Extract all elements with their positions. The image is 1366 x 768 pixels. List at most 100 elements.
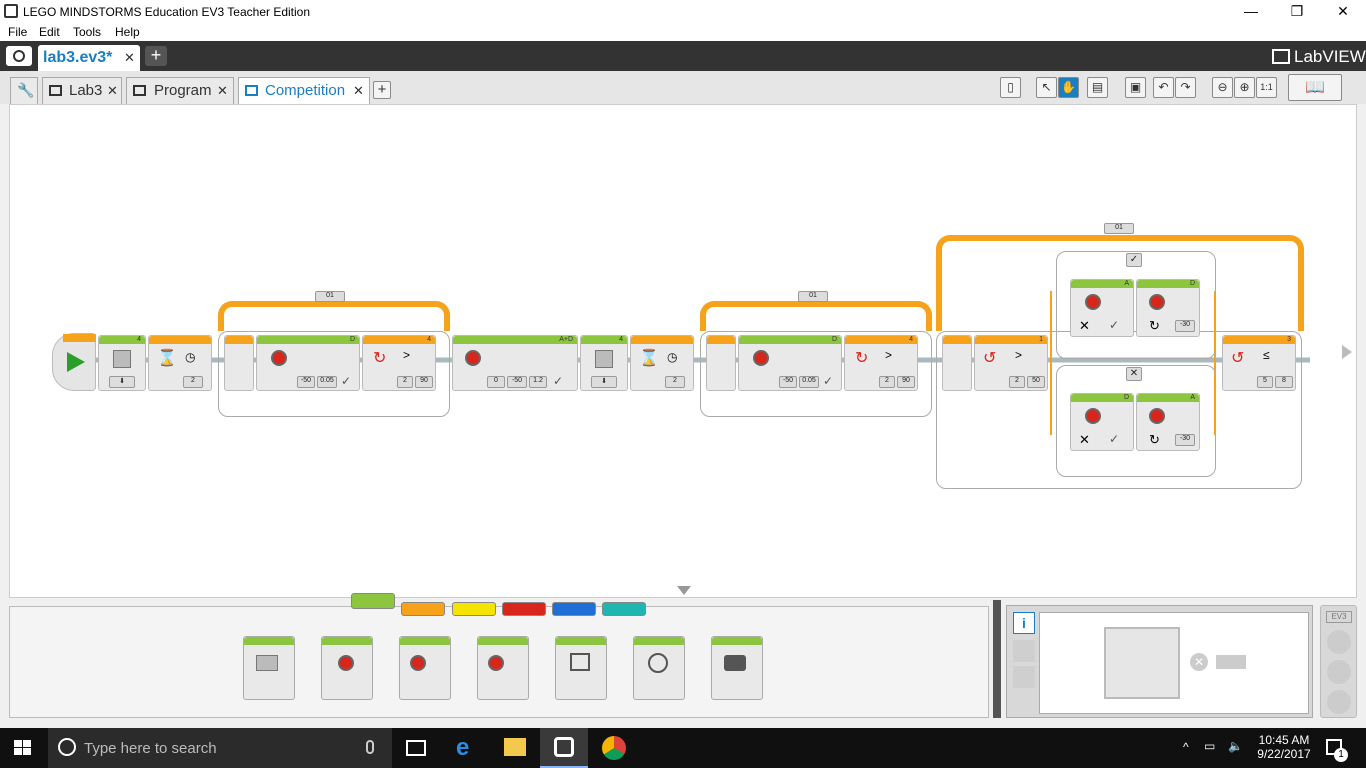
download-and-run-button[interactable]	[1327, 660, 1351, 684]
move-tank-block[interactable]: A+D 0 -50 1.2 ✓	[452, 335, 578, 391]
palette-tab-data[interactable]	[502, 602, 546, 616]
large-motor-block-d-1[interactable]: D -50 0.05 ✓	[256, 335, 360, 391]
tab-program-close-icon[interactable]: ✕	[217, 83, 228, 98]
clock[interactable]: 10:45 AM 9/22/2017	[1256, 733, 1312, 761]
palette-tab-advanced[interactable]	[552, 602, 596, 616]
edge-icon[interactable]: e	[456, 734, 470, 761]
switch-sensor-condition[interactable]: 1 ↺ > 2 50	[974, 335, 1048, 391]
palette-tab-myblocks[interactable]	[602, 602, 646, 616]
brake-checkmark-icon[interactable]: ✓	[553, 374, 564, 388]
pan-tool-button[interactable]: ✋	[1058, 77, 1079, 98]
maximize-button[interactable]: ❐	[1290, 3, 1304, 19]
wait-time-value[interactable]: 2	[665, 376, 685, 388]
help-book-button[interactable]: 📖	[1288, 74, 1342, 101]
project-tab[interactable]: lab3.ev3* ✕	[38, 45, 140, 71]
tab-program[interactable]: Program ✕	[126, 77, 234, 104]
file-explorer-icon[interactable]	[504, 738, 526, 756]
content-editor-button[interactable]: ▯	[1000, 77, 1021, 98]
add-project-button[interactable]: +	[145, 46, 167, 66]
duration-value[interactable]: 1.2	[529, 376, 547, 388]
lobby-button[interactable]	[6, 46, 32, 66]
switch-true-icon[interactable]: ✓	[1126, 253, 1142, 267]
compare-type-value[interactable]: 5	[1257, 376, 1273, 388]
palette-medium-motor-block[interactable]	[243, 636, 295, 700]
palette-display-block[interactable]	[555, 636, 607, 700]
project-properties-tab[interactable]: 🔧	[10, 77, 38, 104]
panel-divider[interactable]	[993, 600, 1001, 718]
zoom-in-button[interactable]: ⊕	[1234, 77, 1255, 98]
motor-stop-block-d[interactable]: D ✕ ✓	[1070, 393, 1134, 451]
brake-checkmark-icon[interactable]: ✓	[341, 374, 352, 388]
compare-type-value[interactable]: 2	[397, 376, 413, 388]
show-hidden-icons-icon[interactable]: ^	[1183, 740, 1189, 754]
threshold-value[interactable]: 8	[1275, 376, 1293, 388]
palette-brick-status-light-block[interactable]	[711, 636, 763, 700]
menu-edit[interactable]: Edit	[39, 25, 60, 39]
port-view-tab-icon[interactable]	[1013, 640, 1035, 662]
brake-checkmark-icon[interactable]: ✓	[823, 374, 834, 388]
microphone-icon[interactable]	[366, 740, 374, 754]
tab-competition-close-icon[interactable]: ✕	[353, 83, 364, 98]
project-tab-close-icon[interactable]: ✕	[124, 50, 135, 65]
palette-tab-sensor[interactable]	[452, 602, 496, 616]
left-power-value[interactable]: 0	[487, 376, 505, 388]
motor-on-block-d[interactable]: D ↻ -30	[1136, 279, 1200, 337]
palette-large-motor-block[interactable]	[321, 636, 373, 700]
run-selected-button[interactable]	[1327, 690, 1351, 714]
wait-time-value[interactable]: 2	[183, 376, 203, 388]
chrome-icon[interactable]	[602, 736, 626, 760]
loop-2-start[interactable]	[706, 335, 736, 391]
brake-checkmark-icon[interactable]: ✓	[1109, 318, 1120, 332]
wait-block-2[interactable]: ⌛ ◷ 2	[630, 335, 694, 391]
palette-move-tank-block[interactable]	[477, 636, 529, 700]
redo-button[interactable]: ↷	[1175, 77, 1196, 98]
loop-1-start[interactable]	[224, 335, 254, 391]
switch-block[interactable]	[1050, 291, 1216, 435]
palette-tab-flow[interactable]	[401, 602, 445, 616]
ev3-app-taskbar-item[interactable]	[540, 728, 588, 768]
download-button[interactable]	[1327, 630, 1351, 654]
switch-true-case[interactable]	[1056, 251, 1216, 359]
network-icon[interactable]: ▭	[1204, 739, 1216, 753]
loop-2-frame[interactable]	[700, 331, 932, 417]
scroll-right-icon[interactable]	[1342, 345, 1352, 359]
tab-lab3[interactable]: Lab3 ✕	[42, 77, 122, 104]
tab-lab3-close-icon[interactable]: ✕	[107, 83, 118, 98]
tab-competition[interactable]: Competition ✕	[238, 77, 370, 104]
task-view-icon[interactable]	[406, 740, 426, 756]
zoom-reset-button[interactable]: 1:1	[1256, 77, 1277, 98]
loop-1-sensor-condition[interactable]: 4 ↻ > 2 90	[362, 335, 436, 391]
motor-on-block-a[interactable]: A ↻ -30	[1136, 393, 1200, 451]
zoom-out-button[interactable]: ⊖	[1212, 77, 1233, 98]
menu-file[interactable]: File	[8, 25, 28, 39]
loop-1-frame[interactable]	[218, 331, 450, 417]
large-motor-block-d-2[interactable]: D -50 0.05 ✓	[738, 335, 842, 391]
undo-button[interactable]: ↶	[1153, 77, 1174, 98]
save-button[interactable]: ▣	[1125, 77, 1146, 98]
motor-stop-block-a[interactable]: A ✕ ✓	[1070, 279, 1134, 337]
rotations-value[interactable]: 0.05	[799, 376, 819, 388]
select-tool-button[interactable]: ↖	[1036, 77, 1057, 98]
threshold-value[interactable]: 50	[1027, 376, 1045, 388]
loop-3-sensor-condition[interactable]: 3 ↺ ≤ 5 8	[1222, 335, 1296, 391]
switch-false-icon[interactable]: ✕	[1126, 367, 1142, 381]
power-value[interactable]: -30	[1175, 320, 1195, 332]
wait-block[interactable]: ⌛ ◷ 2	[148, 335, 212, 391]
minimize-button[interactable]: —	[1244, 3, 1258, 19]
switch-false-case[interactable]	[1056, 365, 1216, 477]
brick-info-tab-icon[interactable]: i	[1013, 612, 1035, 634]
programming-canvas[interactable]: 4 ⬇ ⌛ ◷ 2 01 D -50 0.05 ✓ 4 ↻ > 2 90 A+D…	[9, 104, 1357, 598]
power-value[interactable]: -30	[1175, 434, 1195, 446]
compare-type-value[interactable]: 2	[1009, 376, 1025, 388]
loop-3-start[interactable]	[942, 335, 972, 391]
volume-icon[interactable]: 🔈	[1228, 739, 1243, 753]
palette-collapse-icon[interactable]	[677, 586, 691, 595]
palette-tab-action[interactable]	[351, 593, 395, 609]
available-bricks-tab-icon[interactable]	[1013, 666, 1035, 688]
start-block[interactable]	[52, 333, 96, 391]
menu-tools[interactable]: Tools	[73, 25, 102, 39]
palette-sound-block[interactable]	[633, 636, 685, 700]
right-power-value[interactable]: -50	[507, 376, 527, 388]
windows-start-icon[interactable]	[14, 740, 32, 756]
power-value[interactable]: -50	[297, 376, 315, 388]
